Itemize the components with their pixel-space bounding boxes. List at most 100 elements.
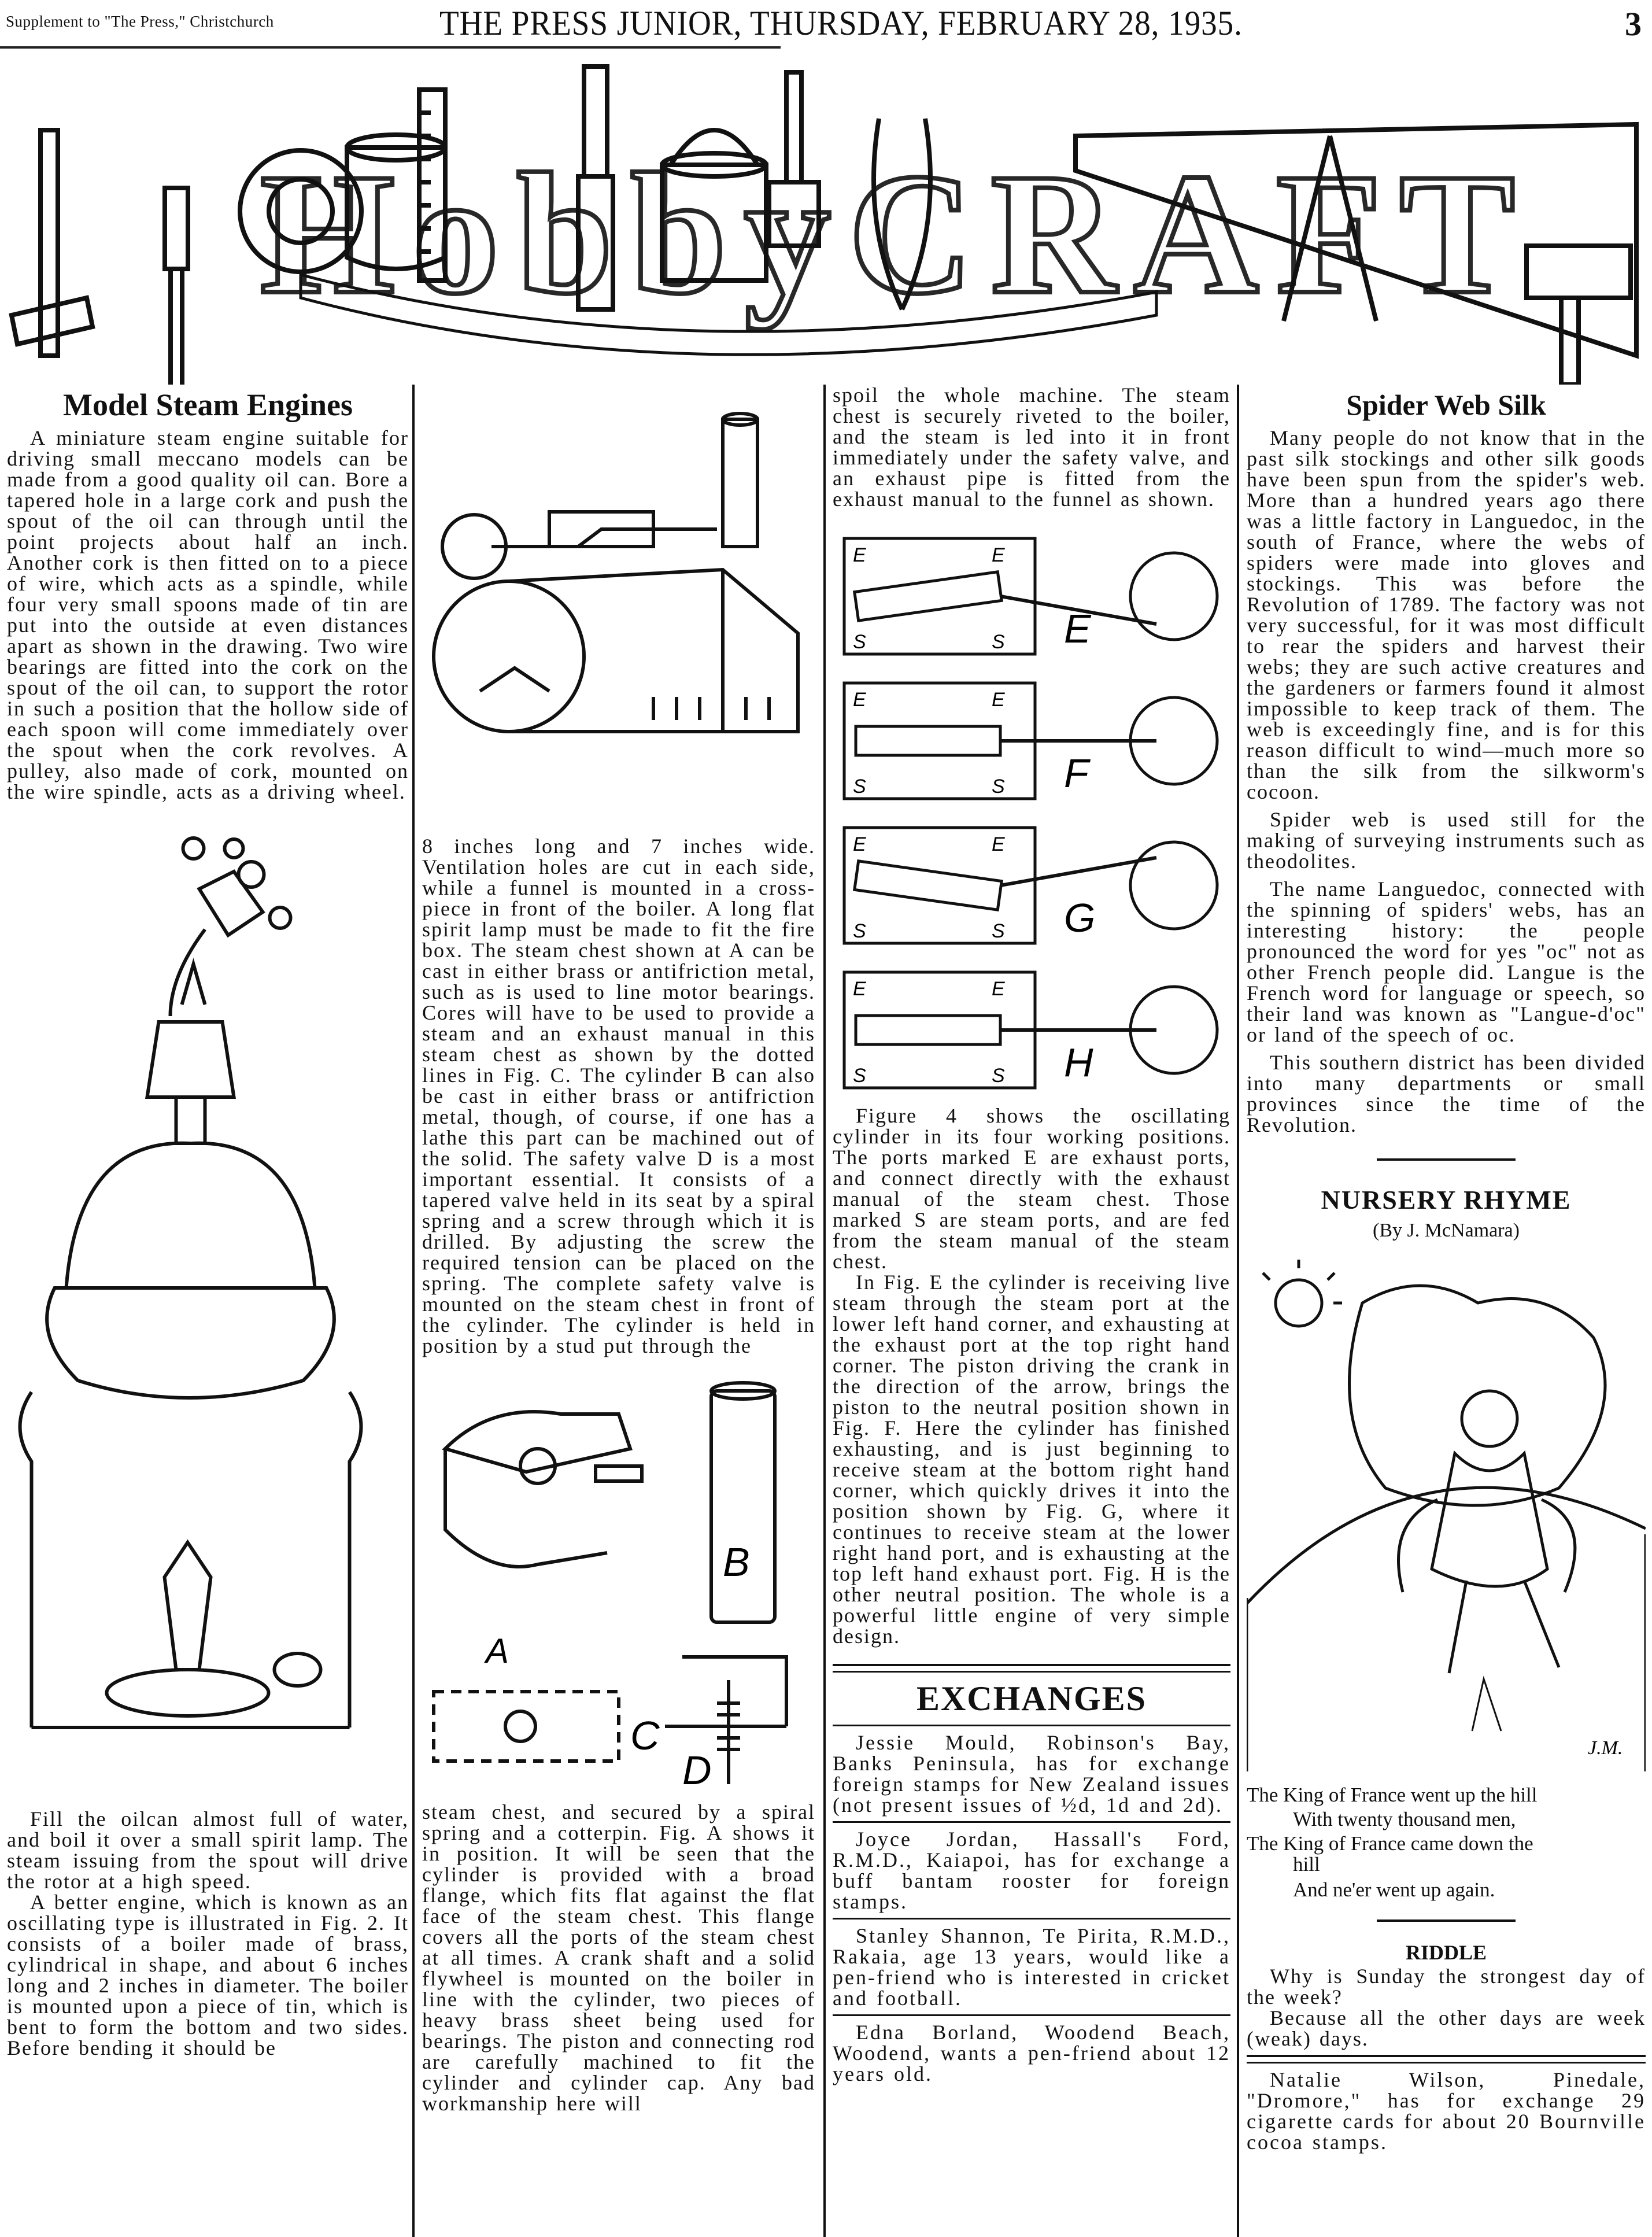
figure-label-c: C [630, 1713, 660, 1758]
verse-line: And ne'er went up again. [1293, 1878, 1495, 1901]
riddle-title: RIDDLE [1405, 1941, 1487, 1964]
exchange-entry: Joyce Jordan, Hassall's Ford, R.M.D., Ka… [833, 1829, 1230, 1912]
article-paragraph: spoil the whole machine. The steam chest… [833, 383, 1230, 511]
cylinder-outline [854, 1014, 1002, 1046]
divider [1377, 1919, 1516, 1922]
verse-line: With twenty thousand men, [1293, 1808, 1516, 1830]
nursery-rhyme-title: NURSERY RHYME [1321, 1185, 1572, 1215]
article-paragraph: A better engine, which is known as an os… [7, 1891, 409, 2059]
position-label: H [1064, 1040, 1093, 1085]
section-rule [833, 1664, 1230, 1673]
exchange-text: Stanley Shannon, Te Pirita, R.M.D., Raka… [833, 1924, 1230, 2010]
piston-rod [1000, 856, 1157, 887]
calipers-icon [871, 118, 933, 311]
cylinder-outline [852, 570, 1004, 622]
port-label-steam: S [853, 920, 866, 942]
divider [833, 1918, 1230, 1919]
newspaper-masthead: THE PRESS JUNIOR, THURSDAY, FEBRUARY 28,… [439, 4, 1243, 42]
hobbycraft-logo-text: HobbyCRAFT [260, 138, 1532, 330]
divider [1377, 1158, 1516, 1161]
flywheel-circle [1129, 840, 1219, 931]
article-paragraph: In Fig. E the cylinder is receiving live… [833, 1271, 1230, 1648]
king-of-france-cartoon: J.M. [1247, 1260, 1646, 1771]
tape-reel-icon [238, 148, 364, 274]
figure-label-b: B [723, 1540, 750, 1585]
flywheel-circle [1129, 985, 1219, 1075]
column-2: 8 inches long and 7 inches wide. Ventila… [422, 385, 815, 2237]
steam-engine-illustration [432, 412, 800, 733]
exchange-entry: Stanley Shannon, Te Pirita, R.M.D., Raka… [833, 1925, 1230, 2009]
chisel-icon [162, 186, 190, 385]
brush-icon [767, 70, 821, 248]
exchange-entry: Edna Borland, Woodend Beach, Woodend, wa… [833, 2022, 1230, 2084]
hammer-icon [9, 128, 95, 358]
section-rule [1247, 2055, 1646, 2063]
header-rule [0, 46, 781, 49]
article-paragraph: A miniature steam engine suitable for dr… [7, 426, 409, 803]
hobbycraft-banner: HobbyCRAFT [9, 64, 1639, 385]
port-label-exhaust: E [992, 689, 1005, 711]
article-paragraph: 8 inches long and 7 inches wide. Ventila… [422, 835, 815, 1357]
position-label: E [1064, 606, 1092, 651]
file-tool-icon [576, 64, 615, 312]
port-label-steam: S [992, 776, 1005, 798]
supplement-note: Supplement to "The Press," Christchurch [6, 13, 274, 30]
column-3: spoil the whole machine. The steam chest… [833, 385, 1230, 2237]
divider [833, 1725, 1230, 1726]
verse-line: The King of France went up the hill [1247, 1784, 1538, 1806]
steam-chest-outline [842, 826, 1037, 945]
position-label: G [1064, 895, 1095, 940]
engine-parts-illustration: A B C D [432, 1381, 788, 1793]
exchange-text: Jessie Mould, Robinson's Bay, Banks Peni… [833, 1731, 1230, 1817]
article-paragraph: Fill the oilcan almost full of water, an… [7, 1807, 409, 1893]
cylinder-outline [852, 859, 1004, 911]
port-label-exhaust: E [853, 689, 866, 711]
exchange-entry: Natalie Wilson, Pinedale, "Dromore," has… [1247, 2069, 1646, 2153]
port-label-exhaust: E [992, 833, 1005, 855]
port-label-exhaust: E [992, 544, 1005, 566]
port-label-exhaust: E [853, 544, 866, 566]
exchanges-title: EXCHANGES [916, 1679, 1147, 1718]
saw-icon [1073, 121, 1639, 359]
nursery-rhyme-verse: The King of France went up the hill With… [1247, 1783, 1646, 1902]
divider [833, 1821, 1230, 1823]
riddle-answer: Because all the other days are week (wea… [1247, 2006, 1646, 2050]
article-title-model-steam-engines: Model Steam Engines [62, 387, 353, 422]
port-label-steam: S [853, 1065, 866, 1087]
exchange-entry: Jessie Mould, Robinson's Bay, Banks Peni… [833, 1732, 1230, 1815]
divider [833, 2014, 1230, 2016]
column-rule [412, 385, 415, 2237]
column-rule [823, 385, 826, 2237]
riddle-question: Why is Sunday the strongest day of the w… [1247, 1965, 1646, 2009]
column-rule [1237, 385, 1239, 2237]
port-label-exhaust: E [992, 978, 1005, 1000]
article-title-spider-web-silk: Spider Web Silk [1346, 389, 1546, 421]
article-paragraph: This southern district has been divided … [1247, 1051, 1646, 1136]
compass-icon [1281, 135, 1378, 322]
glue-pot-icon [345, 132, 448, 271]
cartoon-signature: J.M. [1588, 1737, 1623, 1759]
article-paragraph: steam chest, and secured by a spiral spr… [422, 1800, 815, 2115]
port-label-steam: S [992, 631, 1005, 653]
exchange-text: Joyce Jordan, Hassall's Ford, R.M.D., Ka… [833, 1828, 1230, 1913]
exchange-text: Edna Borland, Woodend Beach, Woodend, wa… [833, 2021, 1230, 2085]
column-1: Model Steam Engines A miniature steam en… [7, 385, 409, 2237]
flywheel-circle [1129, 696, 1219, 786]
port-label-steam: S [853, 776, 866, 798]
cylinder-outline [854, 725, 1002, 757]
verse-line: The King of France came down the [1247, 1832, 1533, 1855]
verse-line: hill [1293, 1853, 1320, 1876]
position-label: F [1064, 751, 1091, 796]
article-paragraph: Figure 4 shows the oscillating cylinder … [833, 1104, 1230, 1273]
piston-rod [1000, 595, 1157, 626]
page-number: 3 [1625, 5, 1642, 43]
article-paragraph: Many people do not know that in the past… [1247, 426, 1646, 803]
port-label-steam: S [992, 920, 1005, 942]
steam-chest-outline [842, 537, 1037, 656]
measuring-tape [299, 272, 1158, 356]
port-label-steam: S [992, 1065, 1005, 1087]
port-label-exhaust: E [853, 978, 866, 1000]
figure-label-a: A [484, 1631, 509, 1670]
port-label-exhaust: E [853, 833, 866, 855]
